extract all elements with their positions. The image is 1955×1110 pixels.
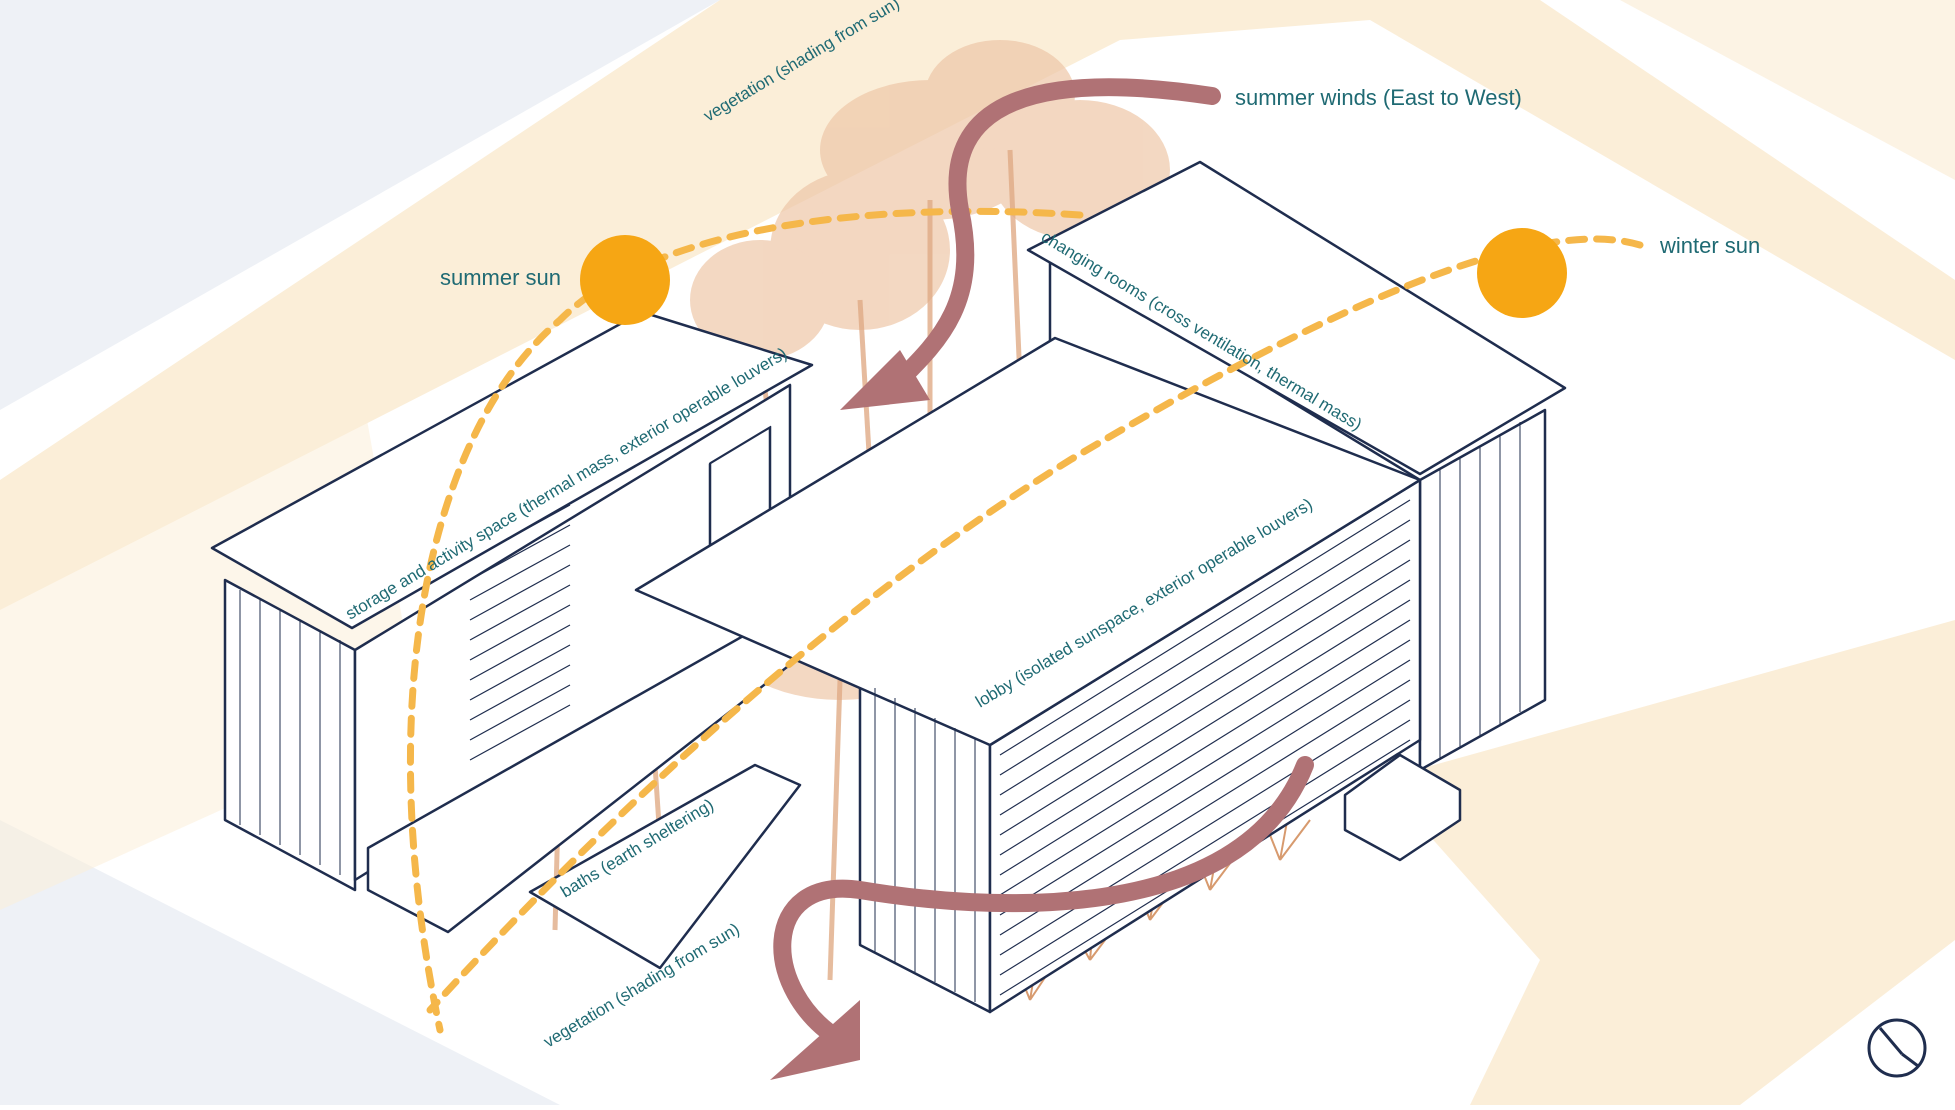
changing-rooms-roof bbox=[1026, 160, 1567, 476]
wall-cladding bbox=[239, 422, 1521, 1002]
storage-roof bbox=[210, 310, 814, 630]
lobby-roof bbox=[634, 336, 1422, 747]
baths-pool bbox=[528, 763, 802, 970]
summer-sun-path bbox=[406, 207, 1084, 1034]
building bbox=[210, 160, 1567, 1014]
north-arrow-icon bbox=[1867, 1018, 1927, 1078]
lobby-louvres bbox=[999, 499, 1411, 996]
summer-sun-icon bbox=[580, 235, 670, 325]
winter-sun-label: winter sun bbox=[1659, 233, 1760, 258]
summer-sun-label: summer sun bbox=[440, 265, 561, 290]
storage-louvres bbox=[469, 504, 571, 761]
lawn-band-north bbox=[0, 0, 1955, 610]
winter-sun-icon bbox=[1477, 228, 1567, 318]
wind-arrow-lower bbox=[773, 756, 1314, 1049]
storage-front-wall bbox=[223, 578, 357, 892]
wind-arrowhead-top bbox=[840, 350, 930, 410]
lawn-band-south bbox=[1380, 620, 1955, 1105]
wind-arrowhead-bottom bbox=[770, 1000, 860, 1080]
entry-stair bbox=[1343, 753, 1462, 862]
wind-arrow-icon bbox=[891, 78, 1221, 389]
summer-winds-label: summer winds (East to West) bbox=[1235, 85, 1522, 110]
